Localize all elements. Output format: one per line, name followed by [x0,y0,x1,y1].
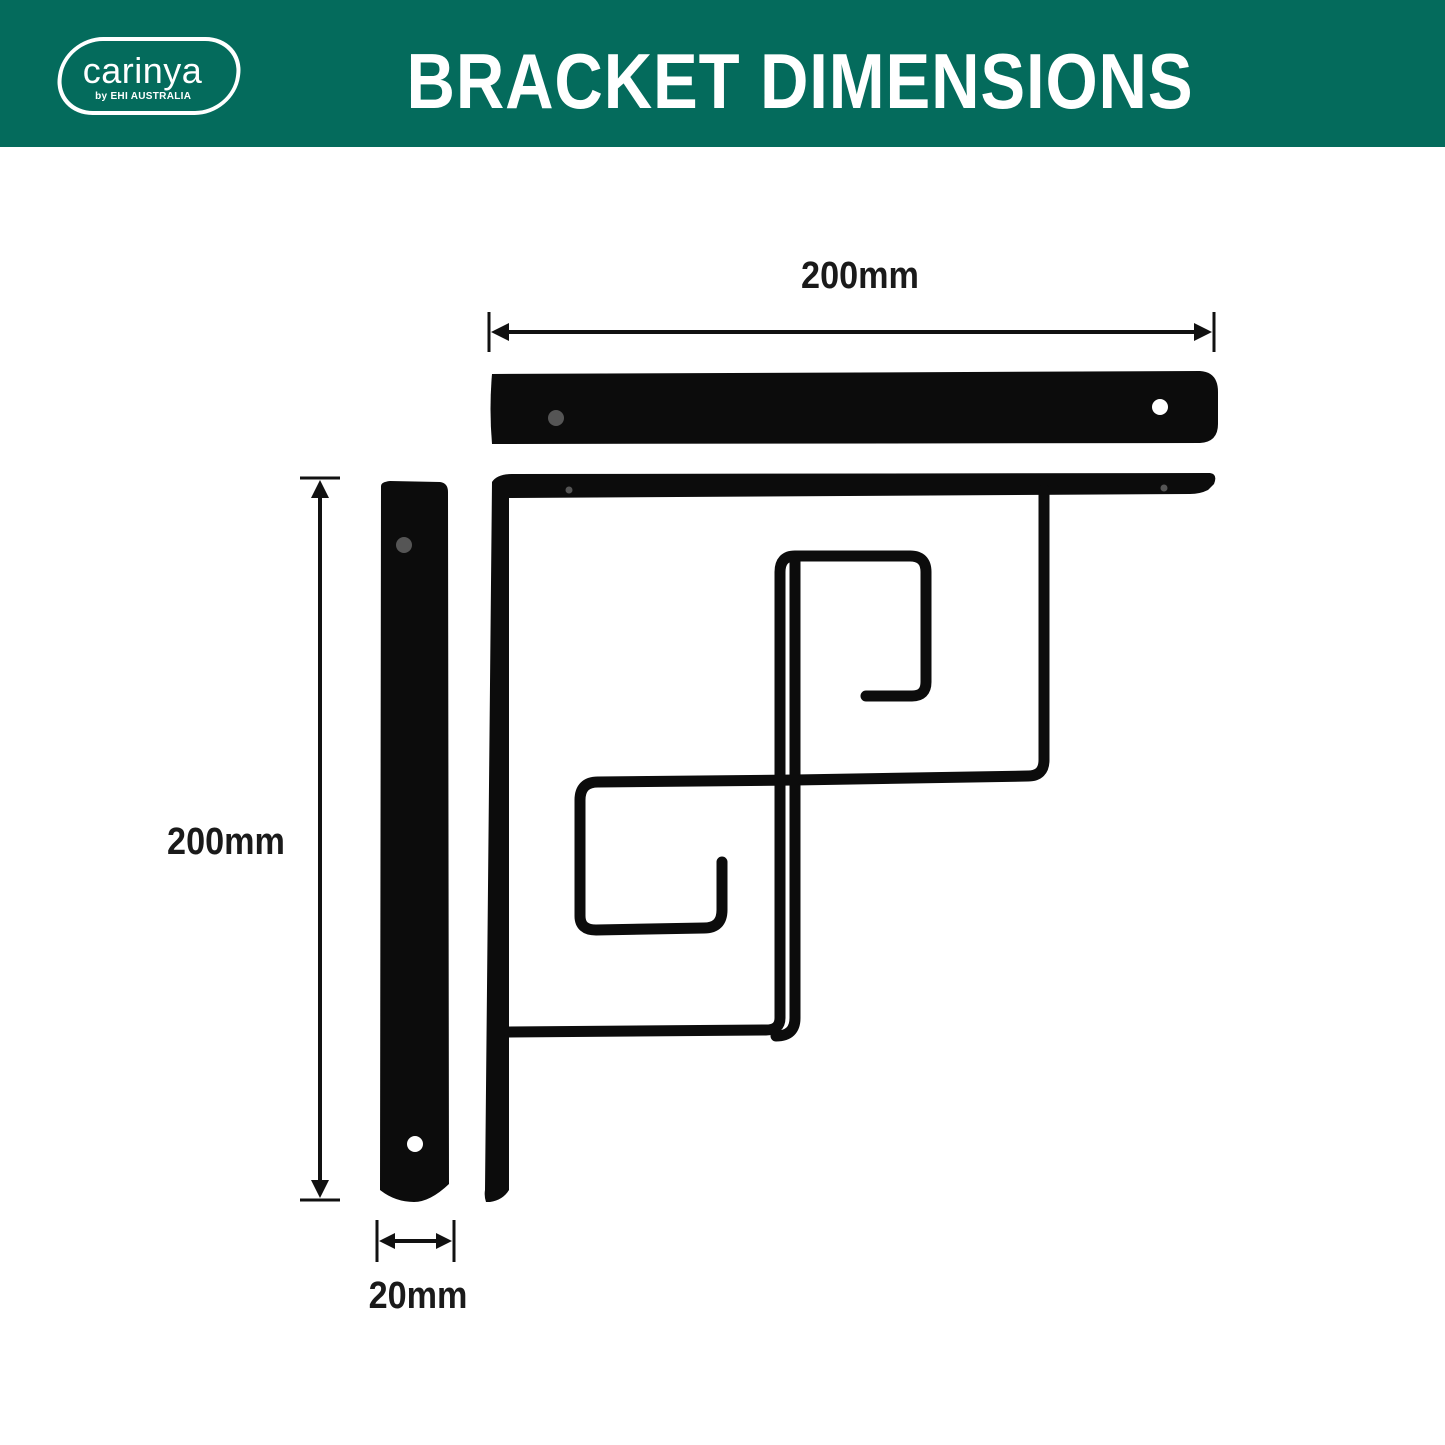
bar-width-label: 20mm [368,1275,468,1317]
top-flat-bar [490,371,1218,444]
width-dimension-arrow [375,1220,456,1262]
shelf-bracket [484,473,1216,1202]
page-title: BRACKET DIMENSIONS [406,37,1194,125]
side-dimension-arrow [300,476,340,1202]
bar-rivet-icon [548,410,564,426]
bar-hole-icon [407,1136,423,1152]
header-banner: carinya by EHI AUSTRALIA BRACKET DIMENSI… [0,0,1445,147]
bar-hole-icon [1152,399,1168,415]
top-length-label: 200mm [801,255,919,297]
side-height-label: 200mm [167,821,285,863]
side-flat-bar [380,481,449,1202]
bar-rivet-icon [396,537,412,553]
top-dimension-arrow [487,312,1216,352]
